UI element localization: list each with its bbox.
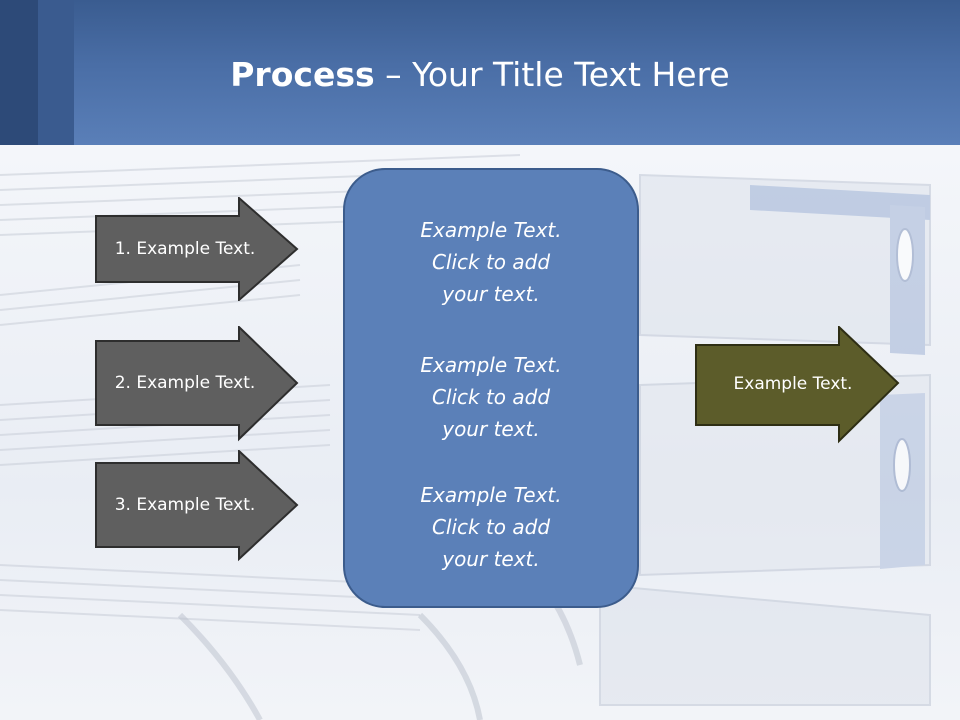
slide-title-bold: Process	[230, 55, 375, 94]
input-arrow-label: 1. Example Text.	[114, 239, 256, 259]
input-arrow-1[interactable]: 1. Example Text.	[95, 197, 299, 301]
center-text-line: Click to add	[431, 385, 551, 409]
input-arrow-label: 2. Example Text.	[114, 373, 256, 393]
slide-title[interactable]: Process – Your Title Text Here	[0, 54, 960, 96]
input-arrow-3[interactable]: 3. Example Text.	[95, 450, 299, 562]
center-text-line: your text.	[442, 417, 540, 441]
process-center-box[interactable]: Example Text. Click to add your text. Ex…	[343, 168, 639, 608]
center-text-block-2[interactable]: Example Text. Click to add your text.	[345, 349, 637, 445]
center-text-line: Example Text.	[420, 353, 562, 377]
input-arrow-label: 3. Example Text.	[114, 495, 256, 515]
center-text-line: your text.	[442, 547, 540, 571]
center-text-block-1[interactable]: Example Text. Click to add your text.	[345, 214, 637, 310]
title-header: Process – Your Title Text Here	[0, 0, 960, 145]
header-accent-strip	[38, 0, 74, 145]
center-text-block-3[interactable]: Example Text. Click to add your text.	[345, 479, 637, 575]
right-arrow-shape-icon	[95, 450, 299, 562]
center-text-line: Example Text.	[420, 483, 562, 507]
center-text-line: Click to add	[431, 515, 551, 539]
right-arrow-shape-icon	[95, 326, 299, 442]
output-arrow-label: Example Text.	[733, 374, 853, 394]
center-text-line: Example Text.	[420, 218, 562, 242]
input-arrow-2[interactable]: 2. Example Text.	[95, 326, 299, 442]
right-arrow-shape-icon	[695, 326, 900, 444]
slide-title-rest: – Your Title Text Here	[374, 55, 730, 94]
center-text-line: your text.	[442, 282, 540, 306]
header-accent-strip	[0, 0, 38, 145]
output-arrow[interactable]: Example Text.	[695, 326, 901, 444]
right-arrow-shape-icon	[95, 197, 299, 301]
center-text-line: Click to add	[431, 250, 551, 274]
